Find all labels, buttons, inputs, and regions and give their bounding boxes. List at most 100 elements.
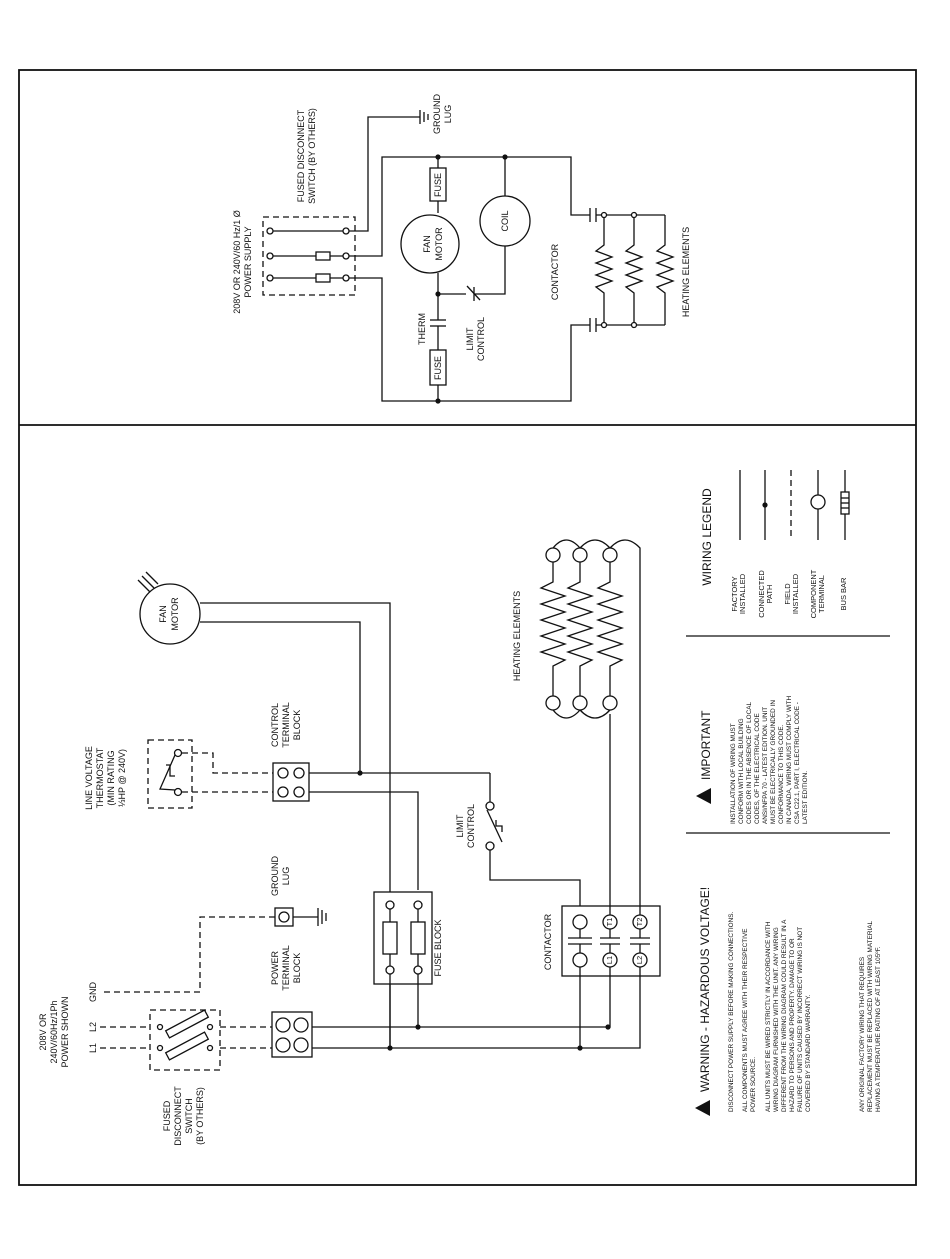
upper-fuse-symbol <box>315 251 331 261</box>
junction-dot <box>357 770 363 776</box>
control-block-label-1: CONTROL <box>270 703 280 747</box>
fuse-block-terminal <box>385 965 395 975</box>
sheet-border <box>18 69 917 1186</box>
limit-wire <box>489 850 581 920</box>
legend-component-1: COMPONENT <box>809 569 818 618</box>
ground-lug-terminal <box>278 911 290 923</box>
lower-heating-elements <box>538 539 641 719</box>
control-terminal <box>277 786 289 798</box>
lower-fan-motor <box>139 583 201 645</box>
upper-limit-label-1: LIMIT <box>465 327 475 351</box>
ground-lug-label-2: LUG <box>281 867 291 886</box>
line-label-l2: L2 <box>88 1022 98 1032</box>
warning-p1-line-1: DISCONNECT POWER SUPPLY BEFORE MAKING CO… <box>728 912 735 1112</box>
upper-labels: 208V OR 240V/60 Hz/1 Ø POWER SUPPLY FUSE… <box>232 94 691 381</box>
limit-terminal <box>485 801 495 811</box>
warning-p3-line-6: COVERED BY STANDARD WARRANTY. <box>805 994 812 1112</box>
fuse-block-terminal <box>385 900 395 910</box>
line-label-gnd: GND <box>88 982 98 1003</box>
contactor-terminal-l1-label: L1 <box>605 956 614 964</box>
disconnect-terminal <box>156 1044 164 1052</box>
control-terminal-block <box>272 762 310 802</box>
upper-element-terminal <box>630 211 638 219</box>
upper-ground-wire <box>349 116 420 232</box>
power-terminal <box>275 1037 291 1053</box>
important-line-3: CODES OR IN THE ABSENCE OF LOCAL <box>746 702 753 824</box>
upper-therm-label: THERM <box>417 313 427 345</box>
upper-fuse-symbol <box>315 273 331 283</box>
contactor-terminal-l2-label: L2 <box>635 956 644 964</box>
element-terminal <box>602 695 618 711</box>
upper-schematic <box>262 110 675 404</box>
thermostat-box <box>147 739 193 809</box>
upper-coil-label: COIL <box>500 210 510 231</box>
upper-supply-terminal-3 <box>266 274 274 282</box>
upper-limit-contact <box>466 285 481 301</box>
element-terminal <box>545 695 561 711</box>
important-line-6: MUST BE ELECTRICALLY GROUNDED IN <box>770 700 777 824</box>
thermostat-terminal <box>173 748 183 758</box>
upper-power-supply-label-2: POWER SUPPLY <box>243 226 253 297</box>
element-jumper <box>552 709 581 719</box>
legend-factory-2: INSTALLED <box>738 573 747 614</box>
important-line-4: CODES, OF THE ELECTRICAL CODE <box>754 713 761 824</box>
wiring-legend: WIRING LEGEND FACTORY INSTALLED CONNECTE… <box>700 470 850 618</box>
control-block-label-2: TERMINAL <box>281 702 291 748</box>
lower-wire <box>608 967 611 1028</box>
lower-fused-switch-box <box>149 1009 221 1071</box>
ground-lug-label-1: GROUND <box>270 856 280 896</box>
warning-p4-line-3: HAVING A TEMPERATURE RATING OF AT LEAST … <box>875 946 882 1112</box>
element-terminal <box>572 695 588 711</box>
lower-heating-element-3 <box>595 562 625 696</box>
legend-connected-dot <box>762 502 768 508</box>
important-line-1: INSTALLATION OF WIRING MUST <box>730 723 737 824</box>
element-terminal <box>572 547 588 563</box>
element-terminal <box>545 547 561 563</box>
upper-supply-terminal-1 <box>266 227 274 235</box>
important-line-7: CONFORMANCE TO THIS CODE. <box>778 724 785 824</box>
upper-heating-element-1 <box>594 218 614 322</box>
lower-fused-switch-label-2: DISCONNECT <box>173 1086 183 1146</box>
thermostat-label-2: THERMOSTAT <box>95 747 105 808</box>
contactor-coil-terminal <box>572 914 588 930</box>
upper-bus-top <box>349 156 590 257</box>
warning-block: WARNING - HAZARDOUS VOLTAGE! DISCONNECT … <box>695 887 882 1116</box>
upper-heating-element-3 <box>655 215 675 325</box>
upper-limit-wire <box>474 246 506 295</box>
limit-label-2: CONTROL <box>466 804 476 848</box>
important-line-8: IN CANADA, WIRING MUST COMPLY WITH <box>786 695 793 824</box>
element-jumper <box>609 539 641 565</box>
power-block-label-3: BLOCK <box>292 953 302 984</box>
fan-motor-ground-mark <box>145 571 159 585</box>
upper-limit-label-2: CONTROL <box>476 317 486 361</box>
upper-element-terminal <box>600 211 608 219</box>
warning-p4-line-2: REPLACEMENT MUST BE REPLACED WITH WIRING… <box>867 921 874 1112</box>
upper-heating-element-2 <box>624 218 644 322</box>
disconnect-fuse <box>164 1009 210 1039</box>
fan-motor-wire-2 <box>200 621 361 773</box>
warning-p2-line-2: POWER SOURCE. <box>750 1057 757 1112</box>
power-shown-label-1: 208V OR <box>38 1013 48 1051</box>
important-line-5: ANSI/NFPA 70 - LATEST EDITION. UNIT <box>762 707 769 824</box>
fuse-cartridge <box>410 921 426 955</box>
upper-element-terminal <box>630 321 638 329</box>
important-title: IMPORTANT <box>699 710 713 780</box>
legend-component-2: TERMINAL <box>817 575 826 613</box>
thermostat-field-wire <box>182 752 276 774</box>
element-terminal <box>602 547 618 563</box>
lower-heating-element-2 <box>565 562 595 696</box>
control-terminal <box>293 786 305 798</box>
line-label-l1: L1 <box>88 1043 98 1053</box>
warning-p3-line-3: DIFFERENT FROM THE WIRING DIAGRAM COULD … <box>781 919 788 1112</box>
limit-contact <box>486 809 503 843</box>
power-terminal <box>275 1017 291 1033</box>
lower-heating-elements-label: HEATING ELEMENTS <box>512 591 522 681</box>
limit-terminal <box>485 841 495 851</box>
important-warning-icon <box>696 788 711 804</box>
thermostat-label-1: LINE VOLTAGE <box>84 746 94 810</box>
power-shown-label-3: POWER SHOWN <box>60 997 70 1068</box>
fan-motor-ground-mark <box>137 579 151 593</box>
fan-motor-ground-mark <box>141 575 155 589</box>
control-block-label-3: BLOCK <box>292 710 302 741</box>
